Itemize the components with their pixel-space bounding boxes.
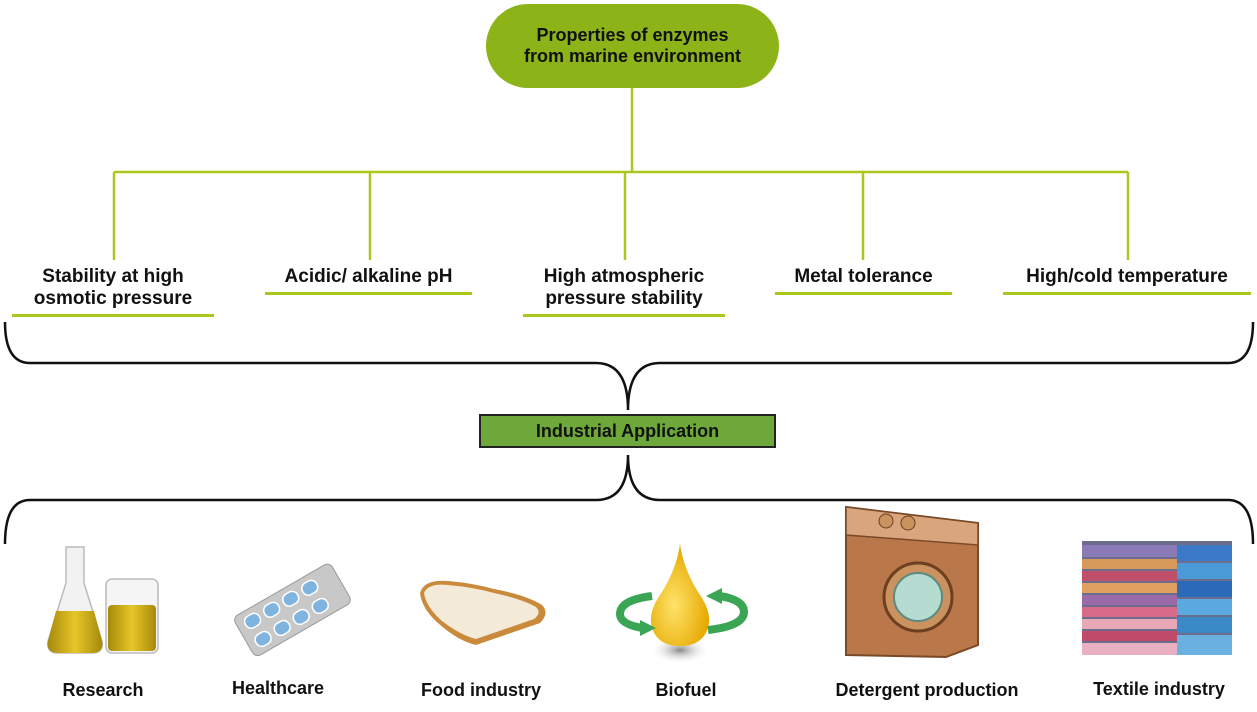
upper-brace xyxy=(3,321,1255,411)
application-label-research: Research xyxy=(62,680,144,700)
application-label-textile: Textile industry xyxy=(1093,679,1225,699)
industrial-application-box: Industrial Application xyxy=(479,414,776,448)
fuel-drop-cycle-icon xyxy=(615,544,749,664)
property-osmotic: Stability at high osmotic pressure xyxy=(12,266,214,317)
application-label-biofuel: Biofuel xyxy=(655,680,717,700)
property-label-line: Acidic/ alkaline pH xyxy=(284,266,453,287)
application-label-food: Food industry xyxy=(421,680,541,700)
root-node: Properties of enzymes from marine enviro… xyxy=(486,4,779,88)
property-pressure: High atmospheric pressure stability xyxy=(523,266,725,317)
pill-blister-icon xyxy=(234,563,351,657)
property-label-line: pressure stability xyxy=(545,288,703,309)
lower-brace xyxy=(3,454,1255,545)
flask-beaker-icon xyxy=(46,546,159,654)
root-title: Properties of enzymes from marine enviro… xyxy=(523,25,742,66)
property-label-line: High atmospheric xyxy=(543,266,705,287)
property-label-line: Metal tolerance xyxy=(794,266,933,287)
industrial-application-title: Industrial Application xyxy=(535,420,720,441)
bread-slice-icon xyxy=(420,580,546,645)
property-label-line: Stability at high xyxy=(42,266,184,287)
property-label-line: High/cold temperature xyxy=(1026,266,1228,287)
folded-fabric-icon xyxy=(1082,541,1232,655)
property-ph: Acidic/ alkaline pH xyxy=(265,266,472,295)
washing-machine-icon xyxy=(845,505,979,659)
property-metal: Metal tolerance xyxy=(775,266,952,295)
property-temperature: High/cold temperature xyxy=(1003,266,1251,295)
property-label-line: osmotic pressure xyxy=(33,288,193,309)
application-label-detergent: Detergent production xyxy=(835,680,1019,700)
application-label-healthcare: Healthcare xyxy=(231,678,325,698)
